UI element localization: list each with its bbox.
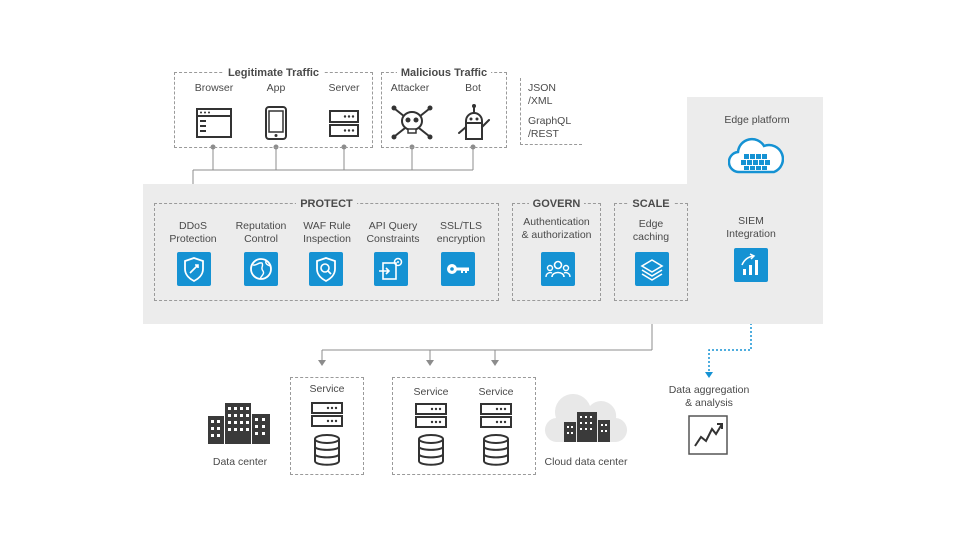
browser-label: Browser	[194, 82, 234, 94]
scale-label-line1: Edge	[638, 218, 664, 230]
browser-icon	[196, 108, 232, 138]
ddos-label-line1: DDoS	[178, 220, 207, 232]
service-server-icon	[311, 402, 343, 427]
scale-label: Edge caching	[614, 218, 688, 244]
reputation-label: Reputation Control	[230, 220, 292, 246]
service-server-icon	[415, 403, 447, 428]
database-icon	[483, 434, 509, 466]
cloud-buildings-icon	[544, 393, 628, 443]
govern-title: GOVERN	[528, 198, 585, 210]
scale-label-line2: caching	[632, 231, 670, 243]
waf-label-line2: Inspection	[303, 233, 351, 245]
data-center-label: Data center	[212, 456, 268, 468]
siem-label-line1: SIEM	[738, 215, 764, 227]
skull-crossbones-icon	[391, 105, 433, 140]
ssl-tls-node	[441, 252, 475, 286]
data-center-service-label: Service	[309, 383, 345, 395]
govern-label-line1: Authentication	[523, 216, 590, 228]
users-icon	[545, 260, 571, 278]
data-aggregation-label-line2: & analysis	[685, 397, 733, 409]
format-rest: /REST	[528, 128, 559, 140]
api-query-label: API Query Constraints	[360, 220, 426, 246]
format-json: JSON	[528, 82, 557, 94]
server-icon	[329, 110, 359, 137]
ddos-label: DDoS Protection	[163, 220, 223, 246]
key-icon	[447, 264, 469, 274]
robot-icon	[458, 104, 490, 140]
line-chart-icon	[688, 415, 728, 455]
database-icon	[418, 434, 444, 466]
siem-label-line2: Integration	[726, 228, 776, 240]
middle-services-box	[392, 377, 536, 475]
service-server-icon	[480, 403, 512, 428]
bot-label: Bot	[465, 82, 481, 94]
api-gear-icon	[379, 257, 403, 280]
formats-box	[520, 78, 582, 145]
attacker-label: Attacker	[390, 82, 430, 94]
reputation-label-line1: Reputation	[235, 220, 287, 232]
data-center-service-box	[290, 377, 364, 475]
shield-icon	[184, 257, 204, 283]
edge-caching-node	[635, 252, 669, 286]
edge-platform-label: Edge platform	[724, 114, 790, 126]
waf-rule-node	[309, 252, 343, 286]
malicious-traffic-title: Malicious Traffic	[396, 67, 492, 79]
siem-node	[734, 248, 768, 282]
middle-service-label-2: Service	[478, 386, 514, 398]
format-graphql: GraphQL	[528, 115, 572, 127]
ddos-label-line2: Protection	[169, 233, 217, 245]
ssl-label-line2: encryption	[436, 233, 486, 245]
layers-icon	[640, 259, 664, 281]
authentication-node	[541, 252, 575, 286]
api-query-label-line2: Constraints	[366, 233, 420, 245]
ssl-label: SSL/TLS encryption	[430, 220, 492, 246]
govern-label: Authentication & authorization	[512, 216, 601, 242]
cloud-grid-icon	[728, 137, 784, 174]
reputation-control-node	[244, 252, 278, 286]
ddos-protection-node	[177, 252, 211, 286]
search-shield-icon	[316, 257, 336, 283]
chart-up-icon	[741, 253, 758, 275]
waf-label-line1: WAF Rule	[303, 220, 351, 232]
reputation-label-line2: Control	[244, 233, 278, 245]
govern-label-line2: & authorization	[521, 229, 592, 241]
api-query-node	[374, 252, 408, 286]
format-xml: /XML	[528, 95, 553, 107]
legitimate-traffic-title: Legitimate Traffic	[223, 67, 324, 79]
protect-title: PROTECT	[296, 198, 357, 210]
data-aggregation-label-line1: Data aggregation	[668, 384, 750, 396]
scale-title: SCALE	[628, 198, 674, 210]
globe-icon	[250, 258, 272, 280]
api-query-label-line1: API Query	[368, 220, 418, 232]
buildings-icon	[208, 403, 270, 444]
ssl-label-line1: SSL/TLS	[439, 220, 483, 232]
siem-label: SIEM Integration	[712, 215, 790, 241]
mobile-app-icon	[265, 106, 287, 140]
cloud-data-center-label: Cloud data center	[544, 456, 628, 468]
middle-service-label-1: Service	[413, 386, 449, 398]
database-icon	[314, 434, 340, 466]
app-label: App	[266, 82, 286, 94]
server-label: Server	[328, 82, 360, 94]
waf-label: WAF Rule Inspection	[296, 220, 358, 246]
data-aggregation-label: Data aggregation & analysis	[656, 384, 762, 410]
